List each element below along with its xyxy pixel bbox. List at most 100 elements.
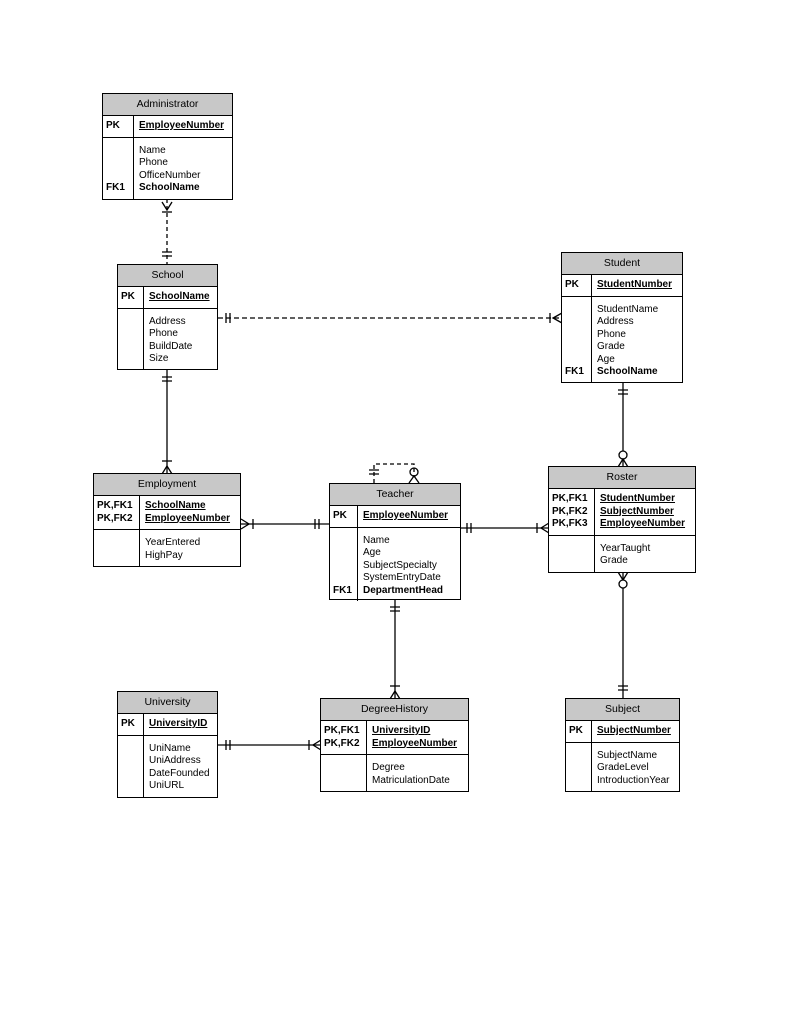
primary-key-section: PK,FK1 PK,FK2 PK,FK3 StudentNumber Subje… (549, 489, 695, 536)
attribute: SystemEntryDate (363, 572, 441, 583)
pk-field: EmployeeNumber (600, 518, 686, 529)
entity-title: Subject (566, 699, 679, 721)
entity-title: DegreeHistory (321, 699, 468, 721)
entity-title: Roster (549, 467, 695, 489)
entity-administrator: Administrator PK EmployeeNumber FK1 Name… (102, 93, 233, 200)
entity-teacher: Teacher PK EmployeeNumber FK1 Name Age S… (329, 483, 461, 603)
key-field-column: SchoolName (144, 287, 210, 308)
entity-degreehistory: DegreeHistory PK,FK1 PK,FK2 UniversityID… (320, 698, 469, 792)
attribute: Grade (597, 341, 625, 352)
attribute: DepartmentHead (363, 584, 444, 596)
pk-field: EmployeeNumber (363, 510, 449, 521)
attr-name-column: YearEntered HighPay (140, 530, 200, 567)
pk-field: UniversityID (149, 718, 208, 729)
pk-field: EmployeeNumber (139, 120, 225, 131)
key-field-column: SubjectNumber (592, 721, 671, 742)
attr-key: FK1 (565, 366, 584, 377)
rel-administrator-school (161, 199, 173, 265)
attr-name-column: YearTaught Grade (595, 536, 650, 573)
pk-field: SchoolName (145, 500, 206, 511)
attr-name-column: Address Phone BuildDate Size (144, 309, 192, 371)
key-label-column: PK (103, 116, 134, 137)
pk-field: StudentNumber (600, 493, 675, 504)
bar-exactly-one-icon (225, 740, 231, 750)
crow-foot-many-icon (161, 201, 173, 212)
key-field-column: SchoolName EmployeeNumber (140, 496, 230, 529)
bar-exactly-one-icon (162, 376, 172, 382)
attr-key-column: FK1 (103, 137, 134, 199)
key-label: PK,FK2 (324, 737, 360, 749)
primary-key-section: PK UniversityID (118, 714, 217, 736)
attribute: Grade (600, 555, 628, 566)
attr-key-column (118, 308, 144, 369)
bar-exactly-one-icon (466, 523, 472, 533)
key-label: PK,FK2 (552, 505, 588, 517)
attribute: Address (149, 315, 186, 327)
attribute: Address (597, 316, 634, 327)
key-label: PK,FK2 (97, 512, 133, 524)
attr-key-column (94, 530, 140, 567)
attribute: MatriculationDate (372, 774, 450, 786)
entity-subject: Subject PK SubjectNumber SubjectName Gra… (565, 698, 680, 792)
key-label: PK (569, 725, 583, 736)
attribute-section: YearEntered HighPay (94, 530, 240, 567)
attribute: GradeLevel (597, 762, 649, 773)
key-label-column: PK (566, 721, 592, 742)
attr-key-column (118, 735, 144, 797)
attr-name-column: StudentName Address Phone Grade Age Scho… (592, 297, 658, 384)
attribute-section: SubjectName GradeLevel IntroductionYear (566, 742, 679, 793)
attribute: SubjectName (597, 749, 658, 761)
key-label-column: PK,FK1 PK,FK2 (321, 721, 367, 754)
entity-school: School PK SchoolName Address Phone Build… (117, 264, 218, 370)
primary-key-section: PK SubjectNumber (566, 721, 679, 743)
circle-zero-icon (618, 579, 628, 589)
attribute: Phone (149, 328, 178, 339)
attribute-section: Degree MatriculationDate (321, 755, 468, 792)
rel-school-employment (161, 369, 173, 475)
key-label-column: PK (118, 714, 144, 735)
crow-foot-many-icon (240, 518, 251, 530)
key-label: PK (121, 718, 135, 729)
bar-exactly-one-icon (225, 313, 231, 323)
rel-student-roster (617, 382, 629, 468)
pk-field: SubjectNumber (597, 725, 671, 736)
pk-field: UniversityID (372, 725, 431, 736)
key-label: PK,FK1 (324, 725, 360, 736)
entity-student: Student PK StudentNumber FK1 StudentName… (561, 252, 683, 383)
attribute: Phone (139, 157, 168, 168)
key-field-column: StudentNumber SubjectNumber EmployeeNumb… (595, 489, 685, 535)
attr-name-column: SubjectName GradeLevel IntroductionYear (592, 743, 669, 793)
entity-roster: Roster PK,FK1 PK,FK2 PK,FK3 StudentNumbe… (548, 466, 696, 573)
rel-school-student (218, 312, 563, 324)
attribute: YearEntered (145, 537, 201, 548)
attribute: SubjectSpecialty (363, 559, 437, 571)
attribute: UniName (149, 742, 191, 754)
key-label: PK,FK1 (552, 493, 588, 504)
attr-name-column: Name Phone OfficeNumber SchoolName (134, 138, 201, 200)
key-label-column: PK,FK1 PK,FK2 PK,FK3 (549, 489, 595, 535)
attribute-section: FK1 Name Age SubjectSpecialty SystemEntr… (330, 527, 460, 603)
bar-exactly-one-icon (618, 389, 628, 395)
entity-university: University PK UniversityID UniName UniAd… (117, 691, 218, 798)
key-field-column: UniversityID EmployeeNumber (367, 721, 457, 754)
attribute: StudentName (597, 303, 659, 315)
attribute: SchoolName (597, 366, 658, 377)
pk-field: SchoolName (149, 291, 210, 302)
entity-employment: Employment PK,FK1 PK,FK2 SchoolName Empl… (93, 473, 241, 567)
key-field-column: EmployeeNumber (134, 116, 224, 137)
crow-foot-many-icon (389, 689, 401, 700)
attribute: DateFounded (149, 767, 210, 779)
pk-field: StudentNumber (597, 279, 672, 290)
key-field-column: EmployeeNumber (358, 506, 448, 527)
bar-exactly-one-icon (162, 251, 172, 257)
primary-key-section: PK,FK1 PK,FK2 UniversityID EmployeeNumbe… (321, 721, 468, 755)
attr-key-column (549, 535, 595, 573)
attribute: Name (363, 534, 390, 546)
attribute-section: FK1 Name Phone OfficeNumber SchoolName (103, 137, 232, 200)
attribute: UniURL (149, 780, 185, 791)
crow-foot-many-icon (551, 312, 563, 324)
primary-key-section: PK EmployeeNumber (330, 506, 460, 528)
key-label-column: PK (118, 287, 144, 308)
